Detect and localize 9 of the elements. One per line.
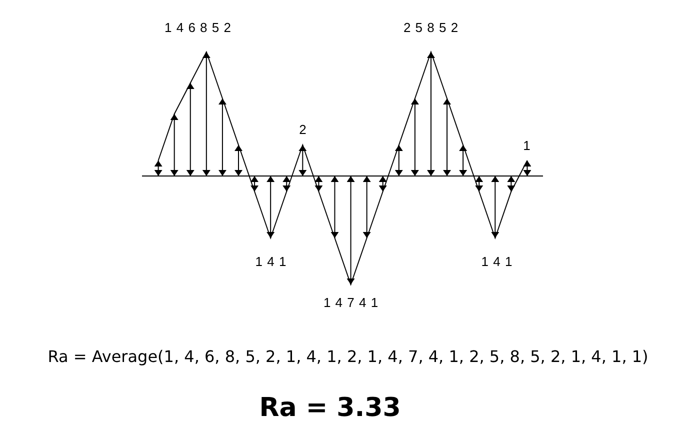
value-label: 1 (523, 138, 531, 153)
value-label: 2 (299, 122, 307, 137)
value-label: 1 4 7 4 1 (323, 295, 379, 310)
value-label: 1 4 1 (255, 254, 287, 269)
formula-text: Ra = Average(1, 4, 6, 8, 5, 2, 1, 4, 1, 2, 1, 4, 7, 4, 1, 2, 5, 8, 5, 2, 1, 4, 1, 1) (48, 347, 648, 366)
value-label: 2 5 8 5 2 (403, 20, 459, 35)
result-text: Ra = 3.33 (259, 393, 401, 423)
value-label: 1 4 1 (481, 254, 513, 269)
value-label: 1 4 6 8 5 2 (164, 20, 232, 35)
